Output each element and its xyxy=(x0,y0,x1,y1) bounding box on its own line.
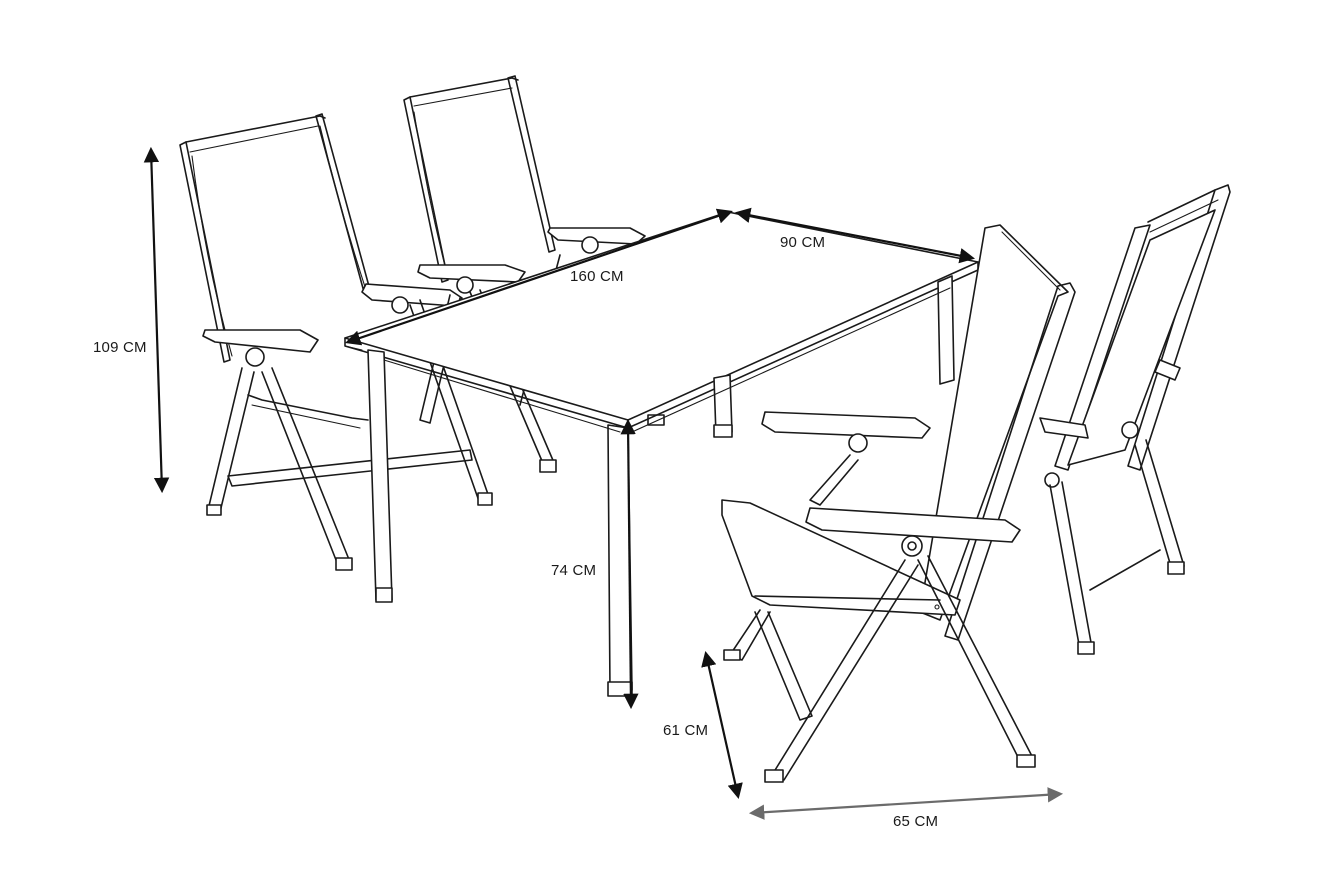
label-table-height: 74 CM xyxy=(551,562,596,579)
dimension-table-height: 74 CM xyxy=(551,418,639,710)
dimension-chair-width: 65 CM xyxy=(748,787,1064,830)
chair-front-near xyxy=(721,224,1076,783)
dimension-table-width: 90 CM xyxy=(734,207,976,264)
label-table-width: 90 CM xyxy=(780,234,825,251)
dimension-table-length: 160 CM xyxy=(345,208,733,346)
label-chair-height: 109 CM xyxy=(93,339,147,356)
dimension-chair-depth: 61 CM xyxy=(663,650,743,800)
chair-far-right xyxy=(761,184,1231,655)
label-chair-width: 65 CM xyxy=(893,813,938,830)
label-chair-depth: 61 CM xyxy=(663,722,708,739)
label-table-length: 160 CM xyxy=(570,268,624,285)
dimension-chair-height: 109 CM xyxy=(93,146,170,494)
